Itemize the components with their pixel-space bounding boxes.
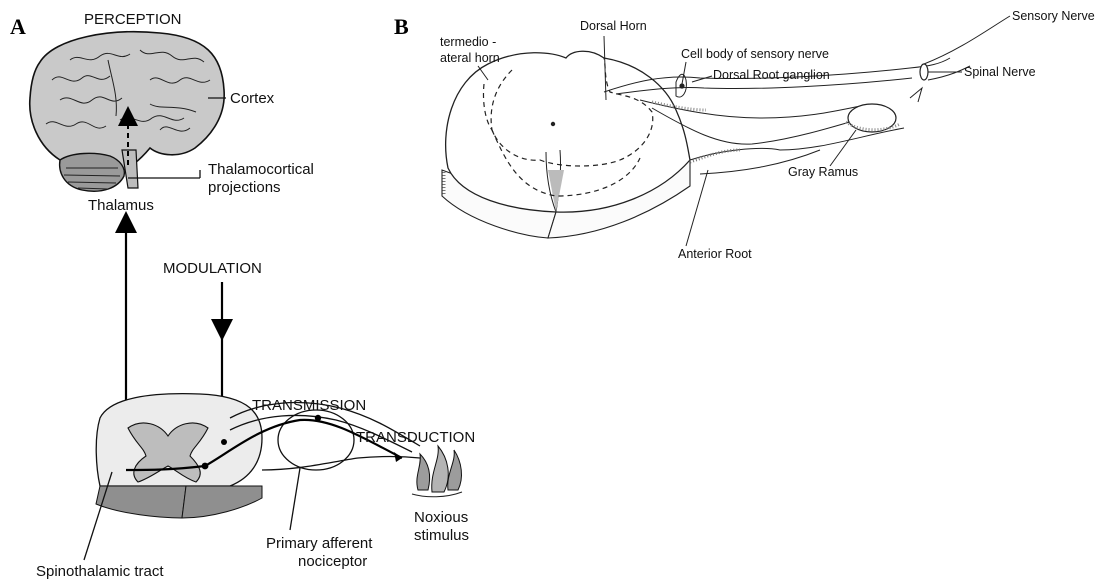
noxious-label-2: stimulus: [414, 527, 469, 544]
panel-b: B: [394, 9, 1095, 261]
intermediolateral-label-2: ateral horn: [440, 51, 500, 65]
transmission-label: TRANSMISSION: [252, 397, 366, 414]
gray-ramus-label: Gray Ramus: [788, 165, 858, 179]
flame-icon: [412, 446, 462, 497]
drg-label: Dorsal Root ganglion: [713, 68, 830, 82]
noxious-label-1: Noxious: [414, 509, 468, 526]
panel-b-letter: B: [394, 14, 409, 39]
thalamocortical-label-1: Thalamocortical: [208, 161, 314, 178]
spinothalamic-label: Spinothalamic tract: [36, 563, 164, 580]
dorsal-horn-label: Dorsal Horn: [580, 19, 647, 33]
primary-afferent-label-2: nociceptor: [298, 553, 367, 570]
cell-body-label: Cell body of sensory nerve: [681, 47, 829, 61]
primary-afferent-label-1: Primary afferent: [266, 535, 373, 552]
perception-label: PERCEPTION: [84, 11, 182, 28]
spinal-nerve-label: Spinal Nerve: [964, 65, 1036, 79]
intermediolateral-label-1: termedio -: [440, 35, 496, 49]
thalamus-label: Thalamus: [88, 197, 154, 214]
anterior-root-label: Anterior Root: [678, 247, 752, 261]
panel-a: A PERCEPTION Cortex T: [10, 11, 475, 580]
cortex-label: Cortex: [230, 90, 275, 107]
transduction-label: TRANSDUCTION: [356, 429, 475, 446]
modulation-label: MODULATION: [163, 260, 262, 277]
sensory-nerve-label: Sensory Nerve: [1012, 9, 1095, 23]
panel-a-letter: A: [10, 14, 26, 39]
thalamocortical-label-2: projections: [208, 179, 281, 196]
brain-illustration: [30, 32, 224, 191]
